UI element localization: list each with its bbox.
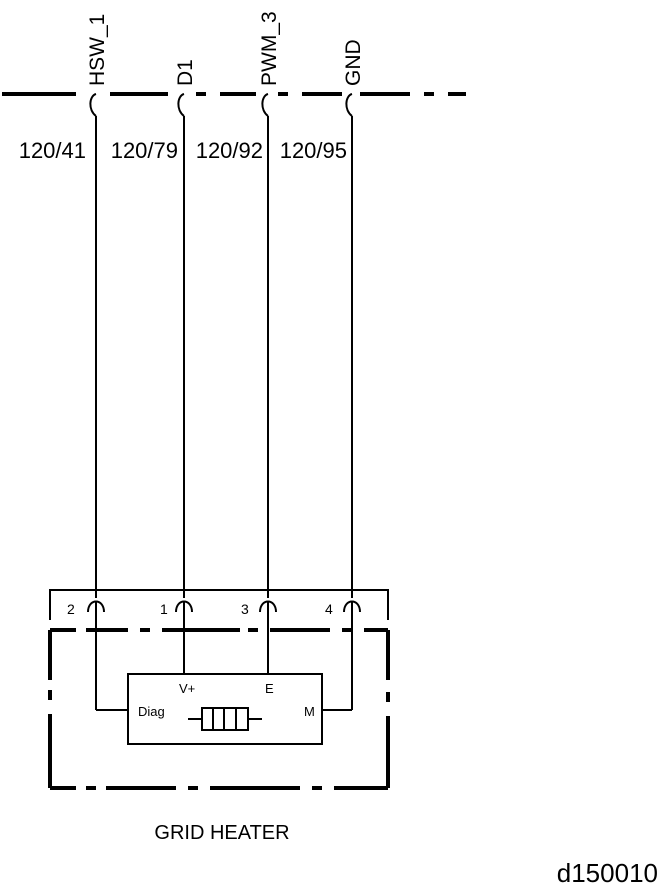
terminal-diag-label: Diag: [138, 704, 165, 719]
pin-number-gnd: 4: [325, 601, 333, 617]
signal-name-gnd: GND: [342, 39, 365, 86]
pin-number-hsw1: 2: [67, 601, 75, 617]
wire-gnd: [322, 93, 361, 711]
component-title: GRID HEATER: [154, 822, 289, 844]
figure-id: d150010: [557, 858, 658, 888]
connector-outline: [49, 589, 389, 620]
wire-code-d1: 120/79: [111, 138, 178, 163]
component-boundary: [48, 628, 390, 790]
signal-name-d1: D1: [174, 59, 197, 86]
wire-hsw1: [87, 93, 128, 711]
pin-number-d1: 1: [160, 601, 168, 617]
wire-pwm3: [259, 93, 277, 674]
terminal-e-label: E: [265, 681, 274, 696]
wire-d1: [175, 93, 193, 674]
terminal-vplus-label: V+: [179, 681, 195, 696]
signal-name-hsw1: HSW_1: [86, 14, 109, 86]
wire-code-pwm3: 120/92: [196, 138, 263, 163]
pin-number-pwm3: 3: [241, 601, 249, 617]
terminal-m-label: M: [304, 704, 315, 719]
wire-code-hsw1: 120/41: [19, 138, 86, 163]
signal-name-pwm3: PWM_3: [258, 11, 281, 86]
heater-module-box: [127, 673, 323, 745]
wire-code-gnd: 120/95: [280, 138, 347, 163]
heater-element-icon: [188, 707, 262, 731]
